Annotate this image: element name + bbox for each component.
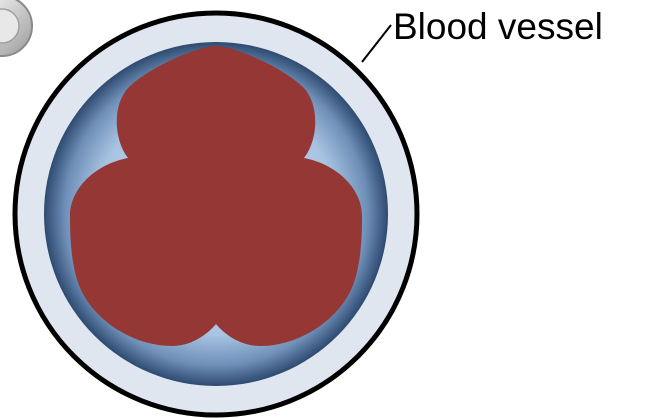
blood-vessel-label: Blood vessel [393,8,603,45]
leader-line [362,25,391,62]
corner-knob-icon [0,0,32,56]
